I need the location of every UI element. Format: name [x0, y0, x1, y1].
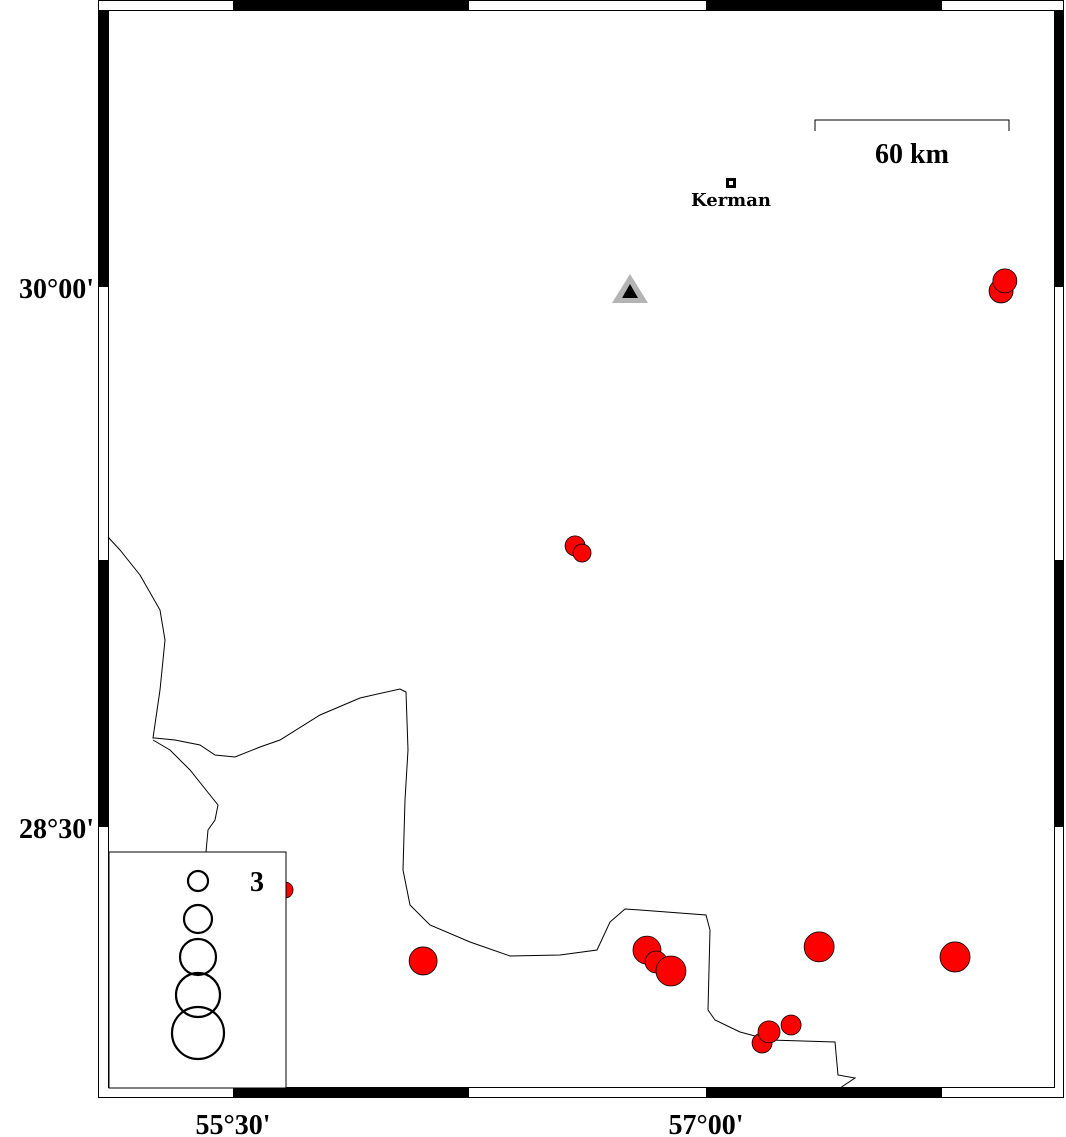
- event-marker: [757, 1020, 781, 1044]
- frame-bar-top: [233, 0, 469, 10]
- lon-tick-label: 57°00': [669, 1110, 744, 1137]
- event-marker: [939, 941, 971, 973]
- frame-bar-bottom: [233, 1088, 469, 1098]
- lon-tick-label: 55°30': [196, 1110, 271, 1137]
- frame-bar-bottom: [706, 1088, 942, 1098]
- lat-tick-label: 30°00': [19, 274, 94, 305]
- scale-bar: 60 km: [814, 119, 1010, 170]
- frame-bar-top: [706, 0, 942, 10]
- scale-bar-label: 60 km: [875, 139, 949, 170]
- legend-circle: [186, 869, 210, 893]
- legend-circle: [174, 971, 222, 1019]
- legend-circle: [178, 937, 218, 977]
- event-marker: [992, 268, 1018, 294]
- magnitude-legend: 3: [108, 851, 287, 1089]
- map-frame: [98, 0, 1064, 1098]
- station-marker: [612, 274, 648, 303]
- frame-bar-right: [1054, 10, 1064, 287]
- inner-frame: [108, 10, 1055, 1088]
- event-marker: [655, 955, 687, 987]
- border-line: [152, 739, 219, 853]
- coastline: [107, 536, 857, 1089]
- station-inner-triangle-icon: [622, 284, 638, 298]
- frame-bar-left: [98, 560, 108, 827]
- event-marker: [780, 1014, 802, 1036]
- event-marker: [408, 946, 438, 976]
- city-label: Kerman: [691, 190, 771, 211]
- frame-bar-right: [1054, 560, 1064, 827]
- frame-bar-left: [98, 10, 108, 287]
- scale-bar-line: [814, 119, 1010, 131]
- coastline-main: [107, 536, 857, 1089]
- event-marker: [803, 931, 835, 963]
- city-square-center: [729, 181, 733, 185]
- event-marker: [572, 543, 592, 563]
- legend-circle: [182, 903, 214, 935]
- legend-circle: [170, 1005, 226, 1061]
- earthquake-events: [276, 268, 1018, 1054]
- lat-tick-label: 28°30': [19, 814, 94, 845]
- outer-frame: [98, 0, 1064, 1098]
- legend-label: 3: [250, 867, 264, 898]
- city-kerman: Kerman: [691, 178, 771, 211]
